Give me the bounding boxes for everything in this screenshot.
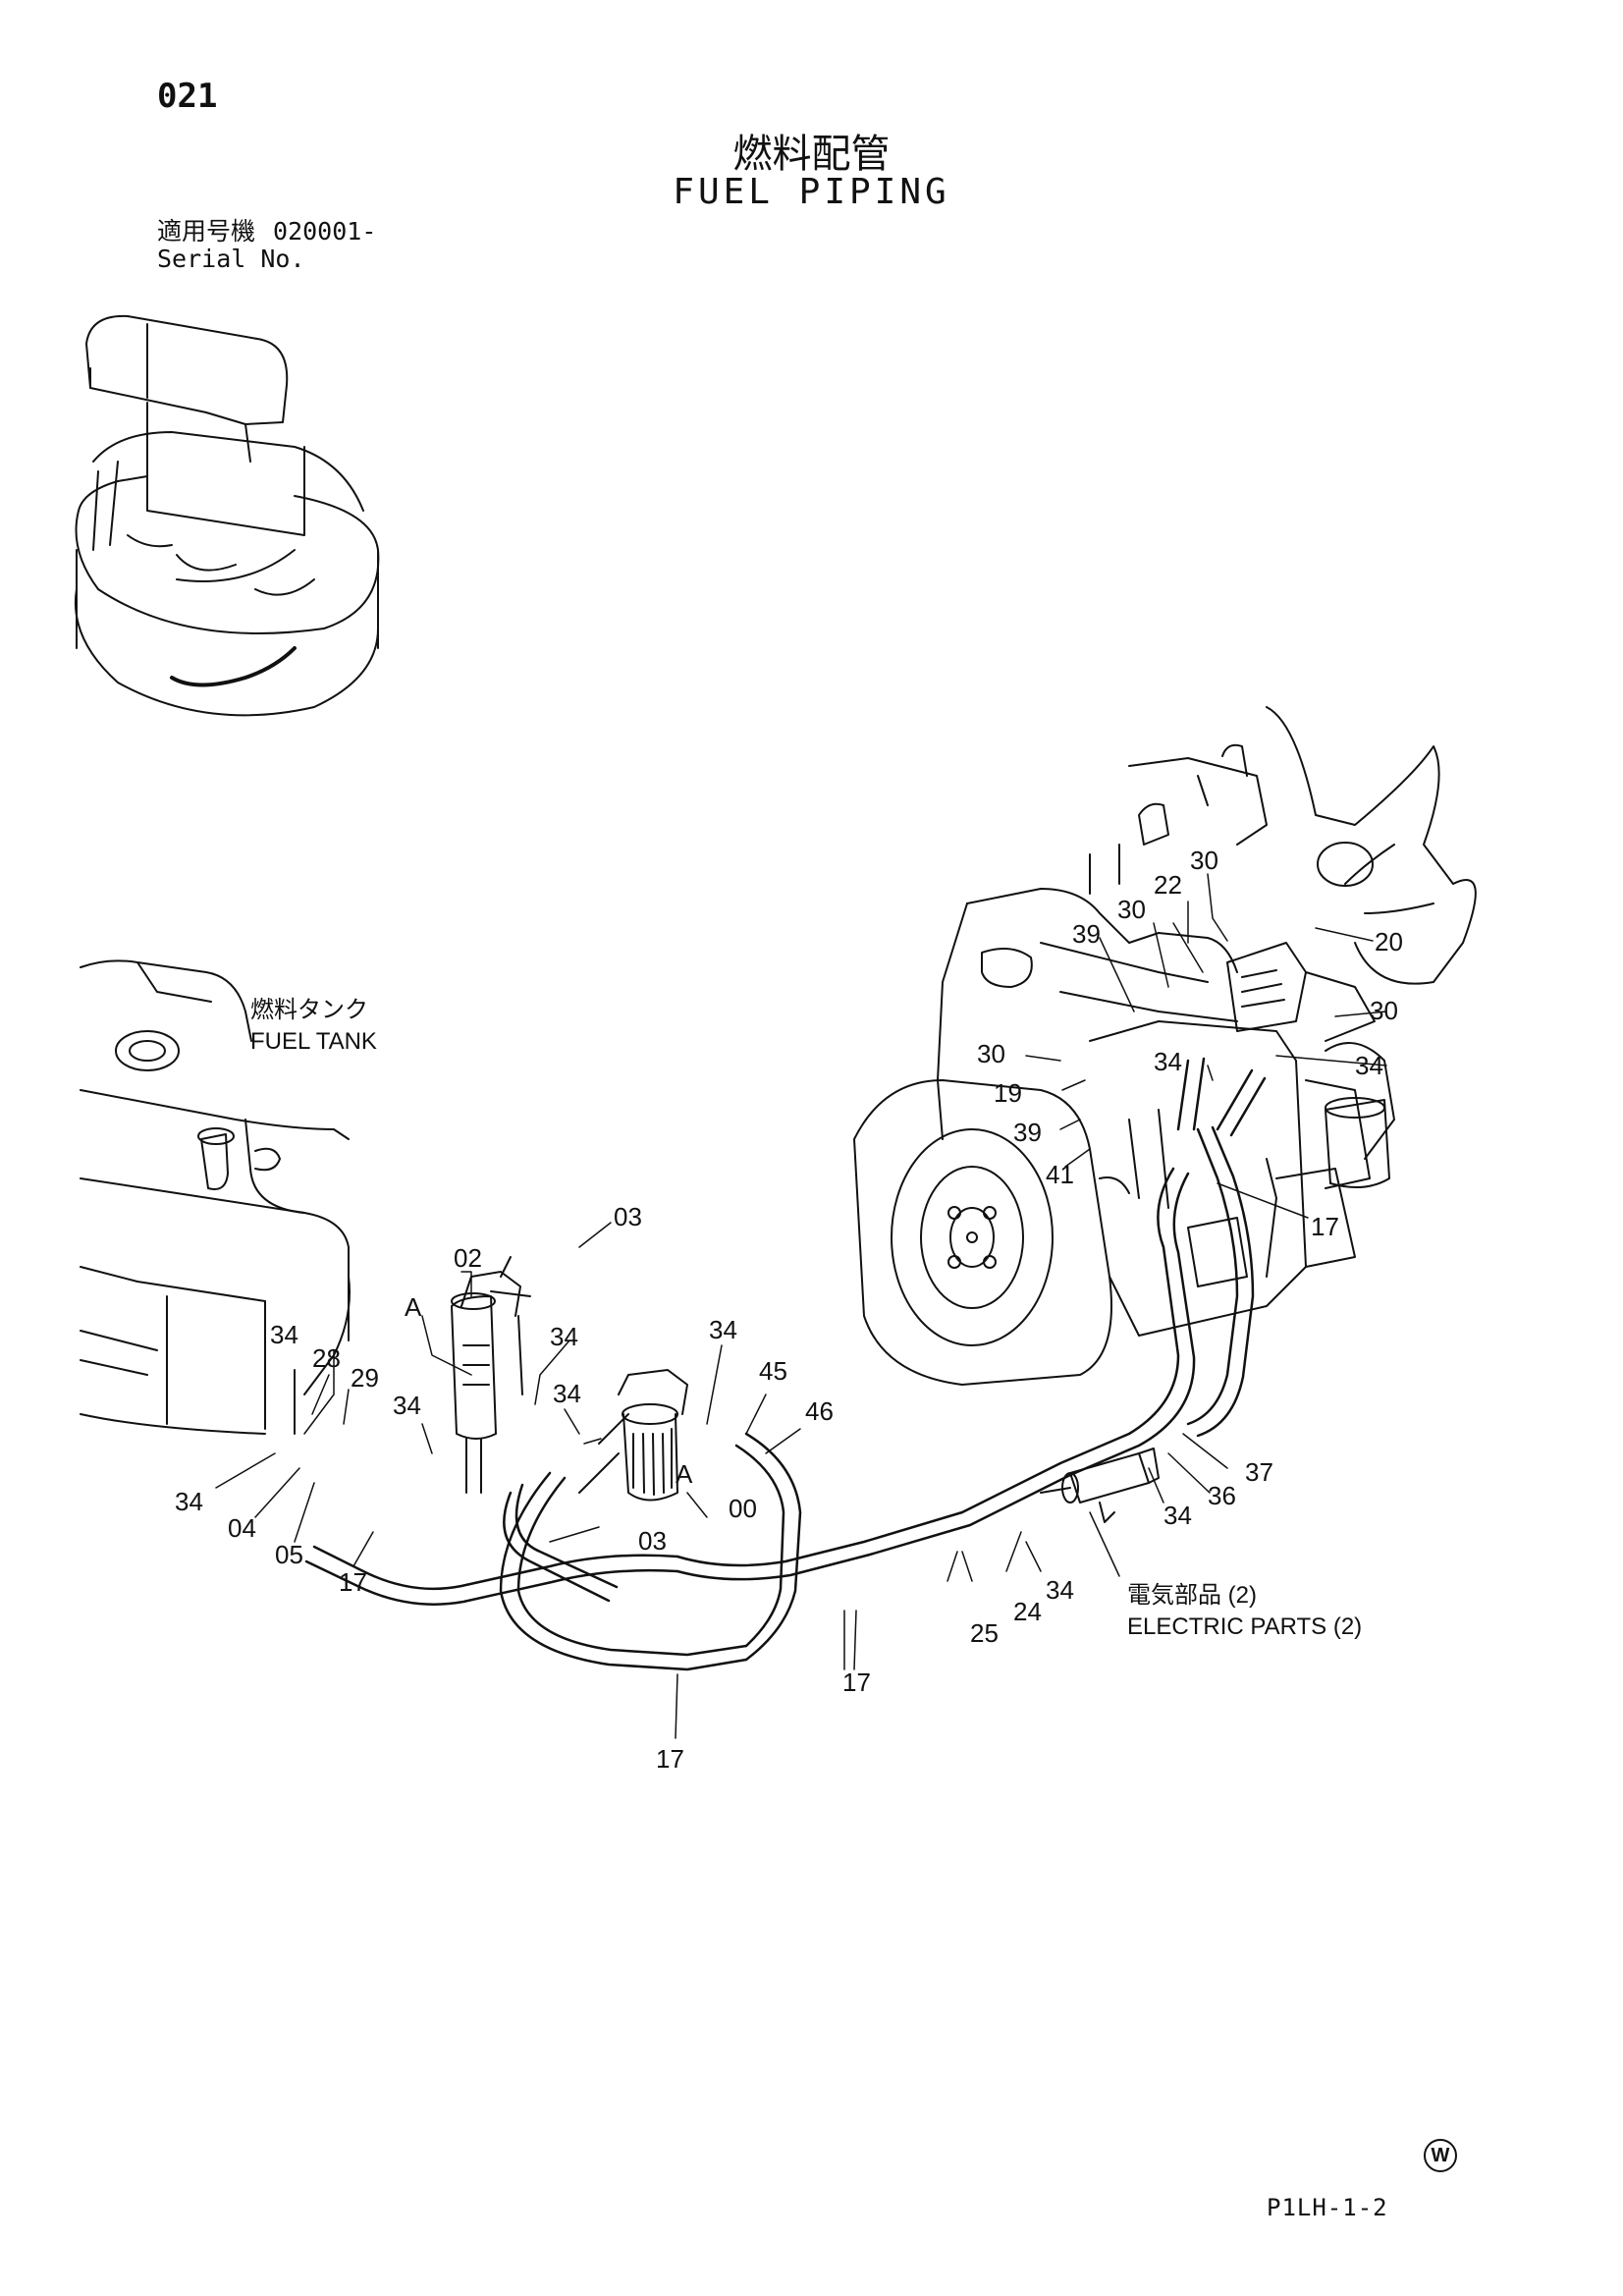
leader-lines <box>215 873 1387 1739</box>
callout-45: 45 <box>759 1356 787 1386</box>
electric-parts-label-japanese: 電気部品 (2) <box>1127 1582 1257 1609</box>
callout-25: 25 <box>970 1618 999 1648</box>
footer-mark-icon: W <box>1424 2139 1457 2172</box>
callout-34: 34 <box>175 1487 203 1516</box>
callout-24: 24 <box>1013 1597 1042 1626</box>
callout-34: 34 <box>1163 1501 1192 1530</box>
callout-34: 34 <box>709 1315 737 1344</box>
callout-29: 29 <box>351 1363 379 1393</box>
fuel-tank-label-japanese: 燃料タンク <box>250 997 368 1023</box>
callout-a: A <box>405 1292 422 1322</box>
callout-17: 17 <box>339 1567 367 1597</box>
serial-label: Serial No. <box>157 245 305 273</box>
fuel-tank-label: FUEL TANK <box>250 1028 377 1055</box>
serial-number: 020001- <box>273 217 377 246</box>
serial-label-japanese: 適用号機 <box>157 217 256 246</box>
callout-34: 34 <box>550 1322 578 1351</box>
callout-46: 46 <box>805 1396 834 1426</box>
serial-info: 適用号機 020001- Serial No. <box>157 218 394 273</box>
callout-02: 02 <box>454 1243 482 1273</box>
callout-05: 05 <box>275 1540 303 1569</box>
callout-30: 30 <box>1190 846 1218 875</box>
fuel-tank-illustration <box>80 959 351 1435</box>
callout-28: 28 <box>312 1343 341 1373</box>
callout-34: 34 <box>1355 1051 1383 1080</box>
machine-overview-illustration <box>75 314 380 717</box>
callout-30: 30 <box>1370 996 1398 1025</box>
callout-03: 03 <box>638 1526 667 1556</box>
callout-17: 17 <box>656 1744 684 1774</box>
callout-00: 00 <box>729 1494 757 1523</box>
callout-19: 19 <box>994 1078 1022 1108</box>
page-number: 021 <box>157 77 218 116</box>
footer-code: P1LH-1-2 <box>1267 2194 1388 2221</box>
callout-20: 20 <box>1375 927 1403 957</box>
page-title-japanese: 燃料配管 <box>732 132 891 177</box>
fuel-filter <box>578 1369 688 1502</box>
water-separator <box>451 1256 531 1494</box>
callout-30: 30 <box>977 1039 1005 1068</box>
callout-34: 34 <box>1154 1047 1182 1076</box>
electric-fuel-pump <box>1040 1448 1160 1523</box>
engine-illustration <box>853 706 1477 1386</box>
callout-34: 34 <box>393 1391 421 1420</box>
callout-39: 39 <box>1013 1118 1042 1147</box>
callout-03: 03 <box>614 1202 642 1231</box>
callout-17: 17 <box>842 1667 871 1697</box>
callout-41: 41 <box>1046 1160 1074 1189</box>
callout-37: 37 <box>1245 1457 1273 1487</box>
callout-17: 17 <box>1311 1212 1339 1241</box>
callout-34: 34 <box>270 1320 298 1349</box>
callout-22: 22 <box>1154 870 1182 900</box>
callout-34: 34 <box>1046 1575 1074 1605</box>
page-title: FUEL PIPING <box>673 172 950 212</box>
callout-a: A <box>676 1459 693 1489</box>
callout-30: 30 <box>1117 895 1146 924</box>
callout-39: 39 <box>1072 919 1101 949</box>
callout-group: 20 30 30 22 39 30 30 34 34 19 39 41 17 0… <box>175 846 1403 1774</box>
callout-34: 34 <box>553 1379 581 1408</box>
fuel-hoses <box>304 1057 1267 1671</box>
callout-04: 04 <box>228 1513 256 1543</box>
callout-36: 36 <box>1208 1481 1236 1510</box>
electric-parts-label: ELECTRIC PARTS (2) <box>1127 1613 1362 1640</box>
